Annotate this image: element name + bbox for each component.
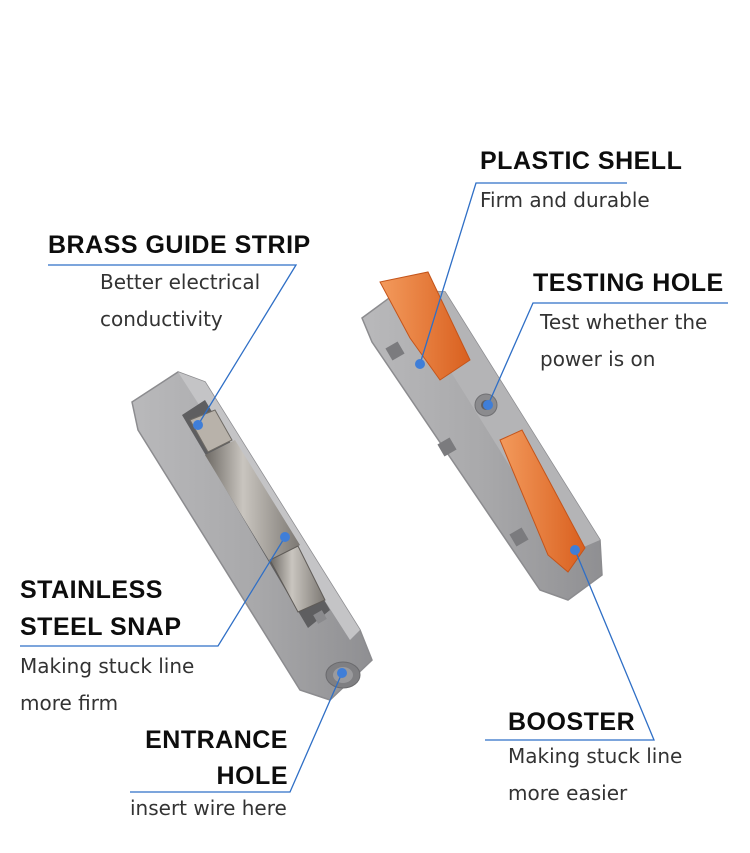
plastic-shell-leader xyxy=(419,182,627,365)
right-slot-2 xyxy=(437,437,457,457)
plastic-shell-dot xyxy=(415,359,425,369)
booster-leader xyxy=(485,549,655,741)
steel-snap-part xyxy=(269,545,326,613)
booster-desc-line2: more easier xyxy=(508,781,628,805)
steel-snap-desc-line1: Making stuck line xyxy=(20,654,195,678)
plastic-shell-title: PLASTIC SHELL xyxy=(480,147,683,175)
steel-snap-dot xyxy=(280,532,290,542)
leader-lines xyxy=(20,182,728,793)
entrance-hole-leader xyxy=(130,672,343,793)
steel-plate xyxy=(205,440,300,562)
plastic-shell-desc: Firm and durable xyxy=(480,188,650,212)
booster-desc-line1: Making stuck line xyxy=(508,744,683,768)
testing-hole-dot xyxy=(483,400,493,410)
brass-strip-leader xyxy=(48,264,298,426)
testing-hole-leader xyxy=(487,302,728,406)
brass-strip-title: BRASS GUIDE STRIP xyxy=(48,231,311,259)
entrance-hole-title-line2: HOLE xyxy=(216,762,288,790)
steel-snap-title-line1: STAINLESS xyxy=(20,576,163,604)
entrance-hole-title-line1: ENTRANCE xyxy=(145,726,288,754)
booster-title: BOOSTER xyxy=(508,708,636,736)
testing-hole-title: TESTING HOLE xyxy=(533,269,724,297)
entrance-hole-desc: insert wire here xyxy=(130,796,287,820)
testing-hole-desc-line1: Test whether the xyxy=(540,310,708,334)
brass-strip-dot xyxy=(193,420,203,430)
right-slot-3 xyxy=(509,527,529,547)
steel-snap-title-line2: STEEL SNAP xyxy=(20,613,182,641)
brass-strip-desc-line1: Better electrical xyxy=(100,270,261,294)
bottom-lever xyxy=(499,429,586,573)
brass-strip-desc-line2: conductivity xyxy=(100,307,223,331)
steel-snap-leader xyxy=(20,536,286,647)
leader-dots xyxy=(193,359,580,678)
booster-dot xyxy=(570,545,580,555)
testing-hole-desc-line2: power is on xyxy=(540,347,656,371)
left-notch xyxy=(313,610,327,624)
right-slot-1 xyxy=(385,341,405,361)
entrance-hole-dot xyxy=(337,668,347,678)
steel-snap-desc-line2: more firm xyxy=(20,691,119,715)
top-lever xyxy=(379,271,471,381)
